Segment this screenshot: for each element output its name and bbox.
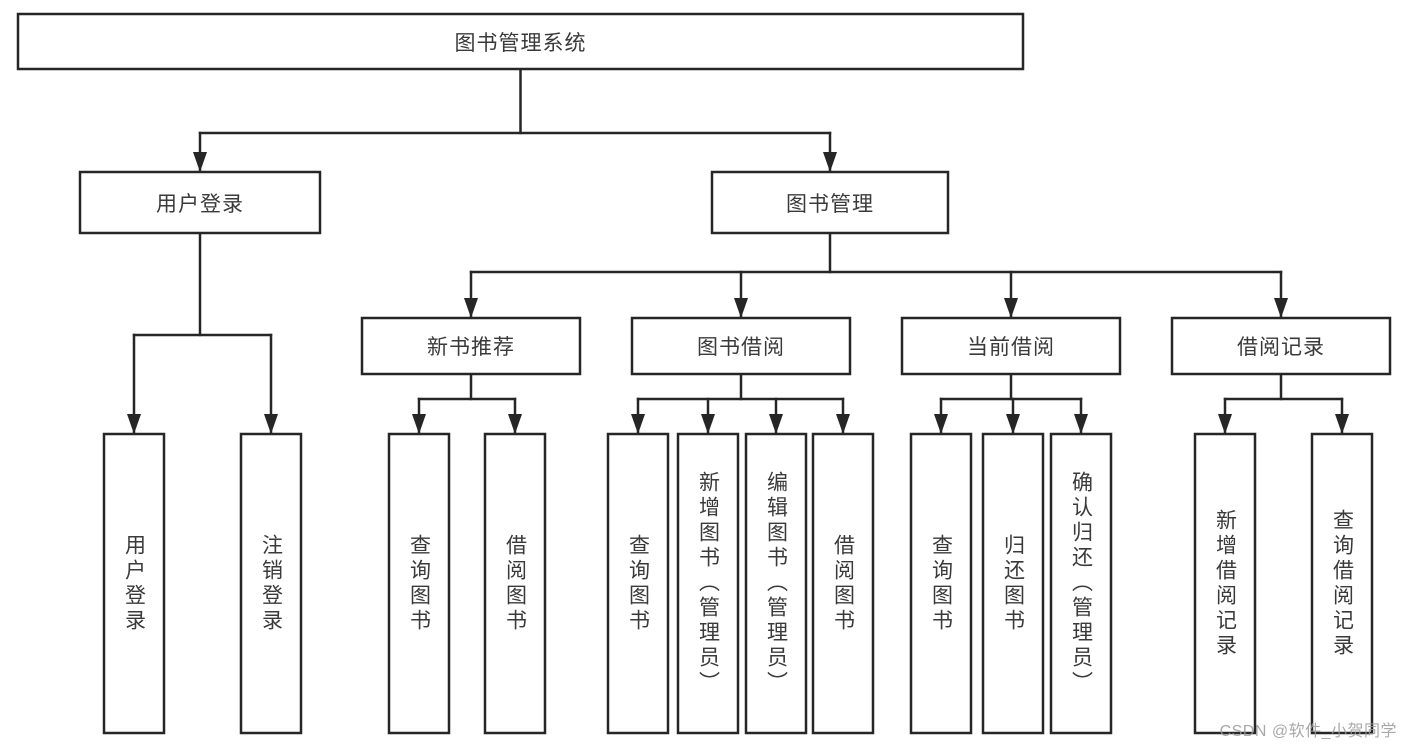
node-box-leaf-confirm-return-admin[interactable]: [1049, 432, 1113, 735]
arrow-icon-leaf-return-book: [1006, 414, 1020, 434]
arrow-icon-leaf-confirm-return-admin: [1074, 414, 1088, 434]
node-box-leaf-query-borrow-record[interactable]: [1310, 432, 1374, 735]
arrow-icon-book-manage: [823, 152, 837, 172]
node-box-leaf-add-book-admin[interactable]: [676, 432, 740, 735]
arrow-icon-borrow-record: [1274, 298, 1288, 318]
arrow-icon-leaf-user-login: [127, 414, 141, 434]
arrow-icon-leaf-logout: [264, 414, 278, 434]
box-layer: [16, 12, 1392, 735]
node-box-new-book-recommend[interactable]: [360, 316, 582, 376]
arrow-icon-leaf-query-book-borrow: [631, 414, 645, 434]
arrow-icon-leaf-borrow-book: [836, 414, 850, 434]
arrow-icon-current-borrow: [1004, 298, 1018, 318]
node-box-leaf-logout[interactable]: [239, 432, 303, 735]
arrow-icon-leaf-query-borrow-record: [1335, 414, 1349, 434]
node-box-leaf-borrow-book-rec[interactable]: [483, 432, 547, 735]
node-box-leaf-add-borrow-record[interactable]: [1193, 432, 1257, 735]
node-box-leaf-user-login[interactable]: [102, 432, 166, 735]
arrow-icon-new-book-recommend: [464, 298, 478, 318]
node-box-borrow-record[interactable]: [1170, 316, 1392, 376]
arrow-icon-book-borrow: [734, 298, 748, 318]
arrow-icon-user-login: [193, 152, 207, 172]
node-box-leaf-return-book[interactable]: [981, 432, 1045, 735]
node-box-user-login[interactable]: [78, 170, 322, 235]
node-box-book-borrow[interactable]: [630, 316, 852, 376]
connector-layer: [127, 67, 1349, 435]
node-box-root[interactable]: [16, 12, 1025, 71]
arrow-icon-leaf-add-borrow-record: [1218, 414, 1232, 434]
arrow-icon-leaf-borrow-book-rec: [508, 414, 522, 434]
arrow-icon-leaf-query-book-current: [934, 414, 948, 434]
node-box-leaf-query-book-borrow[interactable]: [606, 432, 670, 735]
arrow-icon-leaf-edit-book-admin: [769, 414, 783, 434]
watermark-text: CSDN @软件_小贺同学: [1219, 723, 1397, 740]
node-box-leaf-query-book-rec[interactable]: [387, 432, 451, 735]
node-box-book-manage[interactable]: [710, 170, 950, 235]
node-box-leaf-edit-book-admin[interactable]: [744, 432, 808, 735]
node-box-leaf-borrow-book[interactable]: [811, 432, 875, 735]
node-box-current-borrow[interactable]: [900, 316, 1122, 376]
node-box-leaf-query-book-current[interactable]: [909, 432, 973, 735]
arrow-icon-leaf-query-book-rec: [412, 414, 426, 434]
arrow-icon-leaf-add-book-admin: [701, 414, 715, 434]
